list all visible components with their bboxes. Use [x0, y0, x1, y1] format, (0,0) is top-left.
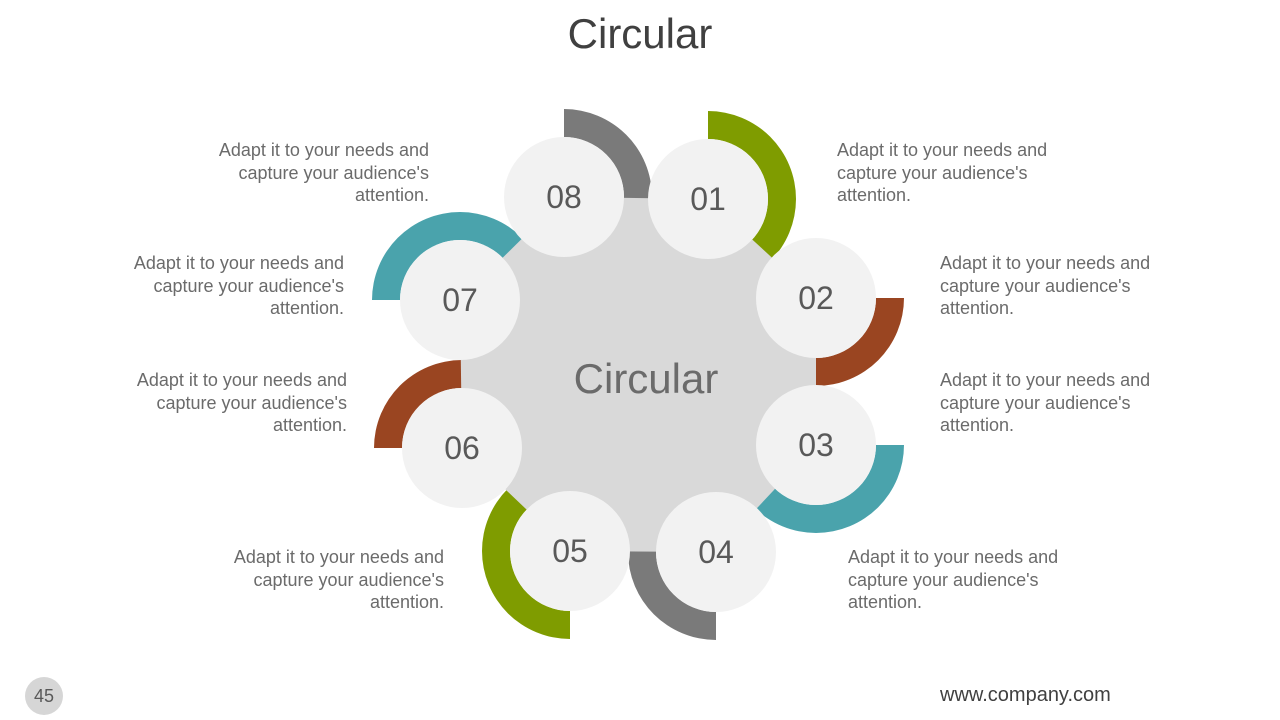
- node-circle-06: [402, 388, 522, 508]
- node-number-05: 05: [552, 533, 588, 569]
- center-shape: [460, 197, 816, 552]
- node-circle-01: [648, 139, 768, 259]
- caption-05: Adapt it to your needs and capture your …: [233, 547, 444, 612]
- node-circle-03: [756, 385, 876, 505]
- caption-02: Adapt it to your needs and capture your …: [940, 253, 1151, 318]
- node-circle-04: [656, 492, 776, 612]
- node-number-03: 03: [798, 427, 834, 463]
- node-circle-02: [756, 238, 876, 358]
- caption-06: Adapt it to your needs and capture your …: [136, 370, 347, 435]
- node-circle-08: [504, 137, 624, 257]
- center-label: Circular: [574, 355, 719, 402]
- footer-url[interactable]: www.company.com: [940, 684, 1111, 706]
- caption-04: Adapt it to your needs and capture your …: [848, 547, 1059, 612]
- ring-arc-07: [372, 212, 548, 300]
- slide-number: 45: [25, 677, 63, 715]
- node-number-02: 02: [798, 280, 834, 316]
- ring-arc-05: [482, 463, 570, 639]
- caption-08: Adapt it to your needs and capture your …: [218, 140, 429, 205]
- node-circles: 01 02 03 04 05 06 07 08: [400, 137, 876, 612]
- caption-07: Adapt it to your needs and capture your …: [133, 253, 344, 318]
- node-number-08: 08: [546, 179, 582, 215]
- node-number-06: 06: [444, 430, 480, 466]
- node-number-01: 01: [690, 181, 726, 217]
- slide-title: Circular: [567, 10, 713, 57]
- node-number-04: 04: [698, 534, 734, 570]
- node-circle-05: [510, 491, 630, 611]
- node-circle-07: [400, 240, 520, 360]
- ring-arc-03: [728, 445, 904, 533]
- node-number-07: 07: [442, 282, 478, 318]
- caption-03: Adapt it to your needs and capture your …: [940, 370, 1151, 435]
- ring-arc-01: [708, 111, 796, 287]
- caption-01: Adapt it to your needs and capture your …: [837, 140, 1048, 205]
